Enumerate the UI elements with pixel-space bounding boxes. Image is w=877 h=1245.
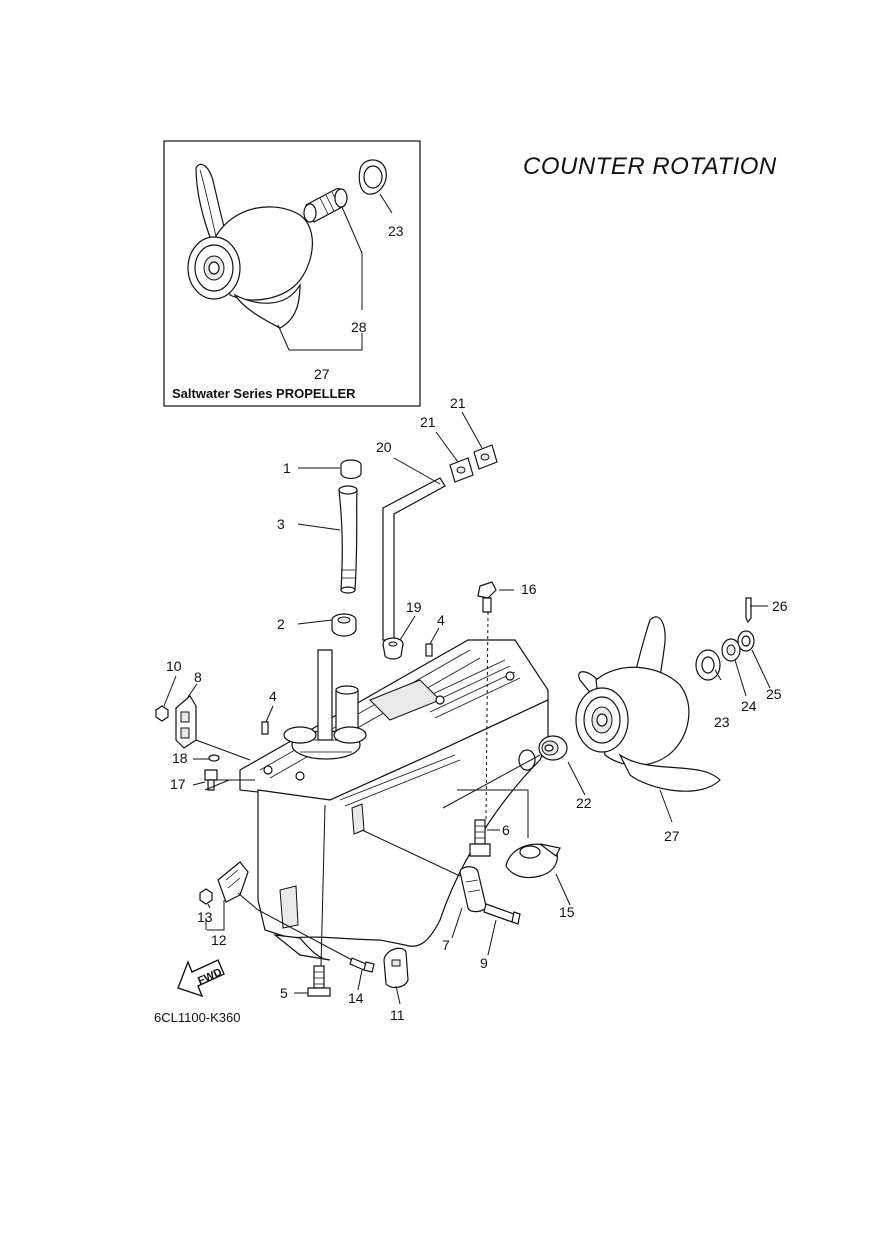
part-9-bolt bbox=[483, 903, 521, 925]
part-25-nut bbox=[737, 630, 755, 652]
part-10-nut bbox=[155, 705, 169, 722]
inset-frame bbox=[163, 140, 421, 407]
part-24-spacer bbox=[721, 638, 741, 662]
part-12-anode bbox=[217, 861, 249, 903]
part-4-dowel-pins bbox=[261, 643, 433, 735]
inset-propeller-drawing bbox=[187, 163, 313, 329]
callout-6: 6 bbox=[502, 822, 510, 838]
callout-16: 16 bbox=[521, 581, 537, 597]
callout-3: 3 bbox=[277, 516, 285, 532]
callout-26: 26 bbox=[772, 598, 788, 614]
inset-label-27: 27 bbox=[314, 366, 330, 382]
callout-25: 25 bbox=[766, 686, 782, 702]
part-5-bolt bbox=[307, 965, 331, 997]
callout-13: 13 bbox=[197, 909, 213, 925]
callout-labels: 1 3 2 20 21 21 19 16 4 4 10 8 18 17 26 2… bbox=[166, 395, 788, 1023]
callout-22: 22 bbox=[576, 795, 592, 811]
diagram-title: COUNTER ROTATION bbox=[523, 153, 777, 180]
part-23-washer bbox=[695, 649, 721, 681]
part-6-bolt bbox=[469, 819, 491, 857]
part-19-collar bbox=[382, 637, 404, 660]
callout-23: 23 bbox=[714, 714, 730, 730]
part-14-bolt bbox=[349, 957, 375, 973]
inset-label-23: 23 bbox=[388, 223, 404, 239]
callout-21a: 21 bbox=[420, 414, 436, 430]
part-26-cotter-pin bbox=[745, 597, 752, 624]
inset-spline-sleeve bbox=[303, 188, 348, 223]
part-18-o-ring bbox=[208, 754, 220, 762]
inset-box: 23 28 27 Saltwater Series PROPELLER bbox=[163, 140, 421, 407]
part-27-propeller bbox=[575, 616, 721, 792]
callout-9: 9 bbox=[480, 955, 488, 971]
callout-10: 10 bbox=[166, 658, 182, 674]
callout-1: 1 bbox=[283, 460, 291, 476]
callout-2: 2 bbox=[277, 616, 285, 632]
part-16-bolt bbox=[477, 581, 497, 613]
part-1-cap bbox=[340, 459, 362, 480]
callout-20: 20 bbox=[376, 439, 392, 455]
part-8-bracket bbox=[175, 695, 197, 749]
callout-12: 12 bbox=[211, 932, 227, 948]
callout-17: 17 bbox=[170, 776, 186, 792]
leader-lines bbox=[163, 411, 771, 1005]
callout-15: 15 bbox=[559, 904, 575, 920]
callout-19: 19 bbox=[406, 599, 422, 615]
lower-casing bbox=[239, 639, 549, 961]
part-2-grommet bbox=[331, 613, 357, 637]
callout-21b: 21 bbox=[450, 395, 466, 411]
inset-washer bbox=[358, 159, 387, 195]
part-15-trim-tab bbox=[505, 843, 561, 879]
part-17-plug bbox=[204, 769, 218, 791]
callout-18: 18 bbox=[172, 750, 188, 766]
inset-label-28: 28 bbox=[351, 319, 367, 335]
part-21-clips bbox=[449, 444, 498, 483]
diagram-code: 6CL1100-K360 bbox=[154, 1010, 241, 1025]
part-20-pipe bbox=[382, 477, 446, 641]
callout-5: 5 bbox=[280, 985, 288, 1001]
inset-caption: Saltwater Series PROPELLER bbox=[172, 386, 356, 401]
part-3-water-tube bbox=[338, 485, 358, 594]
fwd-arrow-icon: FWD bbox=[177, 959, 225, 998]
callout-24: 24 bbox=[741, 698, 757, 714]
part-7-plate bbox=[459, 866, 487, 913]
callout-11: 11 bbox=[390, 1007, 405, 1023]
callout-27: 27 bbox=[664, 828, 680, 844]
part-13-nut bbox=[199, 888, 213, 905]
callout-4b: 4 bbox=[269, 688, 277, 704]
part-22-seal bbox=[538, 735, 568, 761]
callout-8: 8 bbox=[194, 669, 202, 685]
callout-14: 14 bbox=[348, 990, 364, 1006]
part-11-anode bbox=[383, 947, 409, 989]
callout-4a: 4 bbox=[437, 612, 445, 628]
callout-7: 7 bbox=[442, 937, 450, 953]
